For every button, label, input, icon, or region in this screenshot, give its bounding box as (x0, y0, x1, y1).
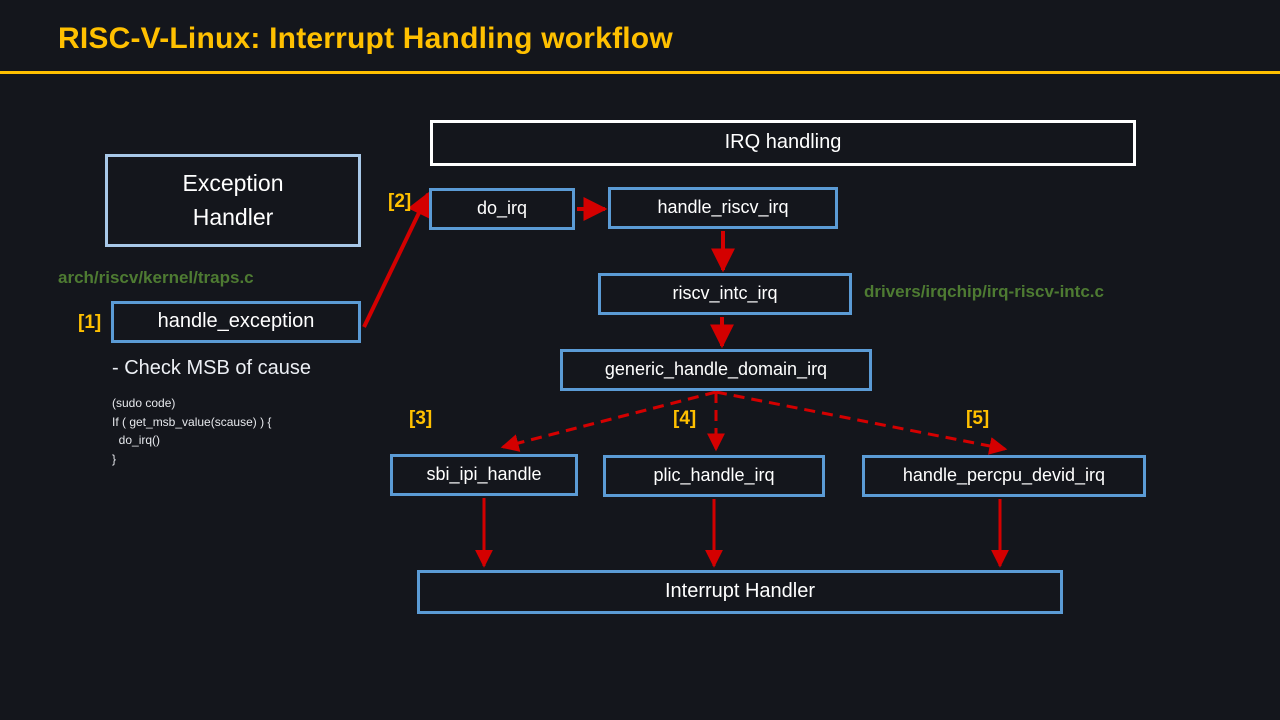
source-path-traps: arch/riscv/kernel/traps.c (58, 268, 254, 287)
step-label-1: [1] (78, 312, 102, 333)
node-handle-percpu-devid-irq[interactable]: handle_percpu_devid_irq (862, 455, 1146, 497)
node-exception-handler-line2: Handler (192, 203, 274, 230)
node-generic-handle-domain-irq[interactable]: generic_handle_domain_irq (560, 349, 872, 391)
node-riscv-intc-irq[interactable]: riscv_intc_irq (598, 273, 852, 315)
page-title: RISC-V-Linux: Interrupt Handling workflo… (58, 22, 673, 55)
node-handle-exception[interactable]: handle_exception (111, 301, 361, 343)
step-label-5: [5] (966, 408, 990, 429)
node-irq-handling[interactable]: IRQ handling (430, 120, 1136, 166)
source-path-intc: drivers/irqchip/irq-riscv-intc.c (864, 282, 1104, 301)
pseudocode-block: (sudo code) If ( get_msb_value(scause) )… (112, 396, 272, 466)
note-check-msb: - Check MSB of cause (112, 357, 311, 379)
node-handle-riscv-irq[interactable]: handle_riscv_irq (608, 187, 838, 229)
arrow-handle-exception-to-do-irq (362, 191, 430, 328)
title-divider (0, 71, 1280, 74)
arrow-generic-to-handle-percpu-devid-irq (715, 390, 1008, 455)
step-label-2: [2] (388, 191, 412, 212)
step-label-3: [3] (409, 408, 433, 429)
node-interrupt-handler[interactable]: Interrupt Handler (417, 570, 1063, 614)
node-plic-handle-irq[interactable]: plic_handle_irq (603, 455, 825, 497)
node-exception-handler-line1: Exception (182, 170, 284, 197)
node-do-irq[interactable]: do_irq (429, 188, 575, 230)
node-exception-handler[interactable]: Exception Handler (105, 154, 361, 247)
step-label-4: [4] (673, 408, 697, 429)
node-sbi-ipi-handle[interactable]: sbi_ipi_handle (390, 454, 578, 496)
